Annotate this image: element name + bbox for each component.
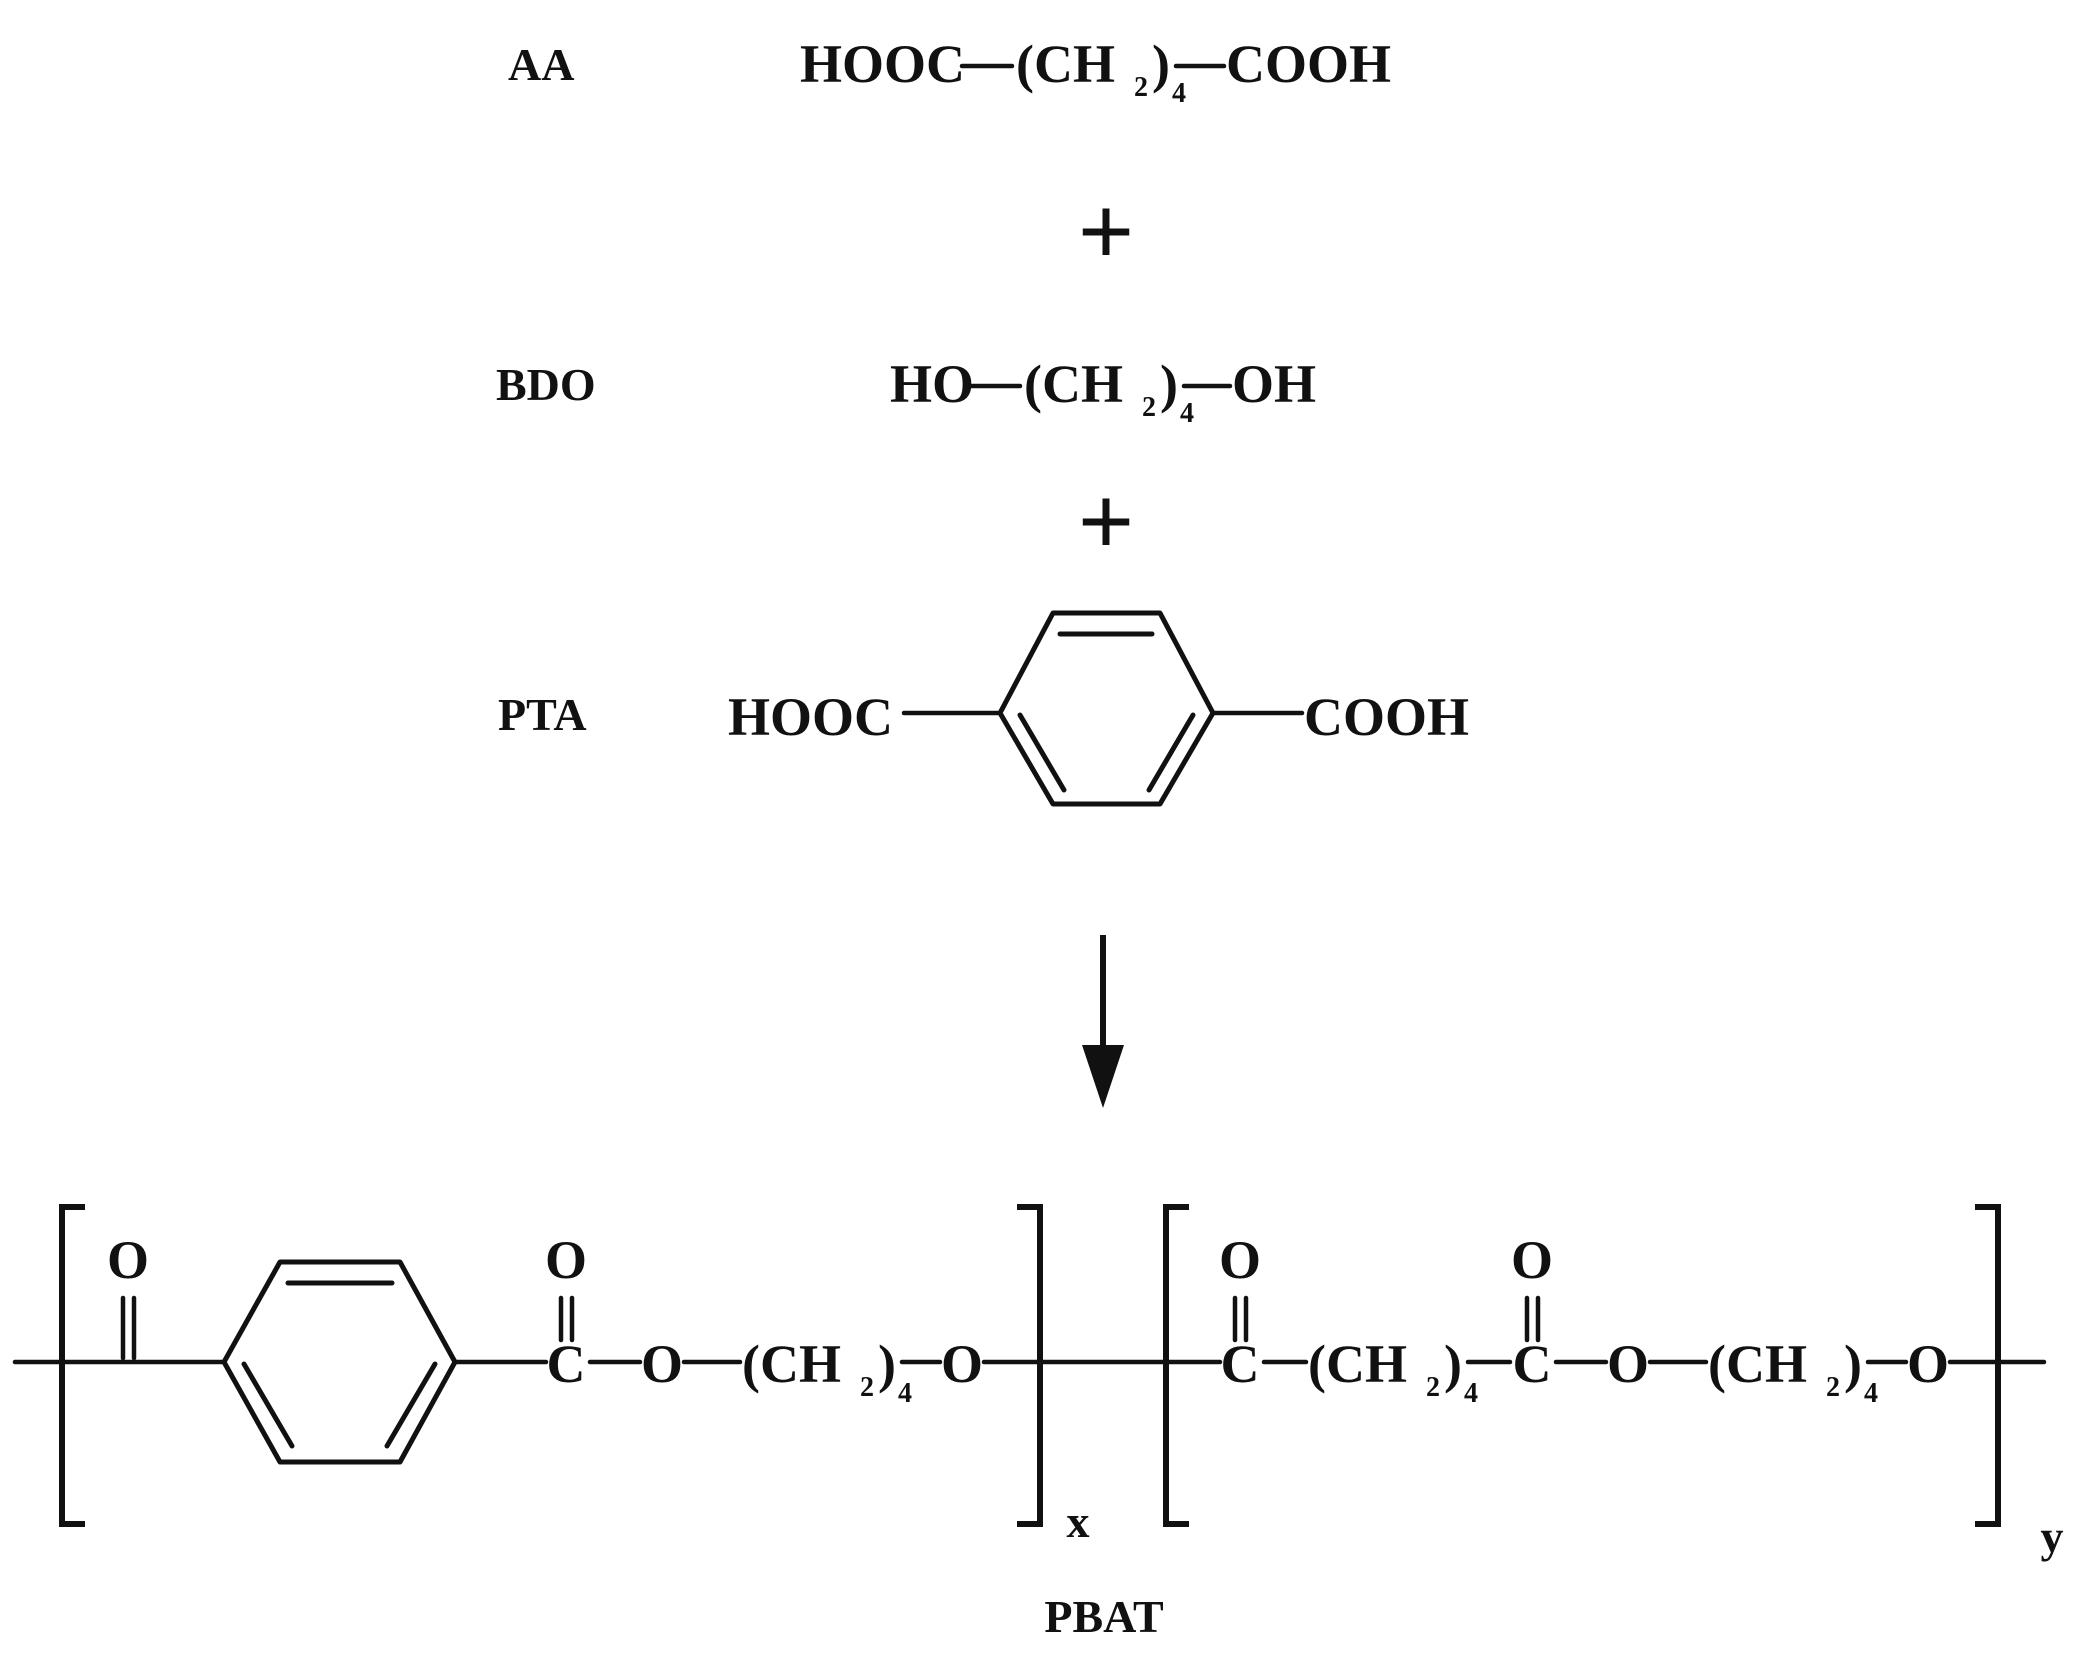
bracket-x-right	[1017, 1204, 1043, 1527]
oxygen-carbonyl-1: O	[107, 1230, 149, 1290]
carbon-carbonyl-3: C	[1221, 1334, 1260, 1394]
reactant-pta: PTA HOOC COOH	[498, 610, 1469, 807]
aa-repeat-unit: (CH	[1016, 34, 1115, 94]
bracket-x-left	[59, 1204, 85, 1527]
ester-oxygen-2: O	[941, 1334, 983, 1394]
bracket-y-right	[1975, 1204, 2001, 1527]
ester-oxygen-3: O	[1607, 1334, 1649, 1394]
reactant-aa: AA HOOC (CH 2 ) 4 COOH	[508, 34, 1391, 109]
oxygen-carbonyl-3: O	[1219, 1230, 1261, 1290]
repeat-unit-3: (CH	[1708, 1334, 1807, 1394]
bracket-y-left	[1163, 1204, 1189, 1527]
ester-oxygen-1: O	[641, 1334, 683, 1394]
carbonyl-3-double-bond	[1232, 1295, 1249, 1343]
benzene-ring-pta	[997, 610, 1216, 807]
reactant-label-bdo: BDO	[496, 359, 596, 410]
plus-sign-1: +	[1078, 176, 1135, 287]
repeat-sub-2: 2	[1426, 1372, 1440, 1403]
bdo-left-group: HO	[890, 354, 974, 414]
product-name: PBAT	[1044, 1591, 1163, 1642]
aa-repeat-n: 4	[1172, 78, 1186, 109]
repeat-n-1: 4	[898, 1378, 912, 1409]
pta-right-group: COOH	[1304, 687, 1469, 747]
bdo-right-group: OH	[1232, 354, 1316, 414]
oxygen-carbonyl-4: O	[1511, 1230, 1553, 1290]
bdo-repeat-unit: (CH	[1024, 354, 1123, 414]
aa-repeat-close: )	[1152, 34, 1170, 94]
plus-sign-2: +	[1078, 466, 1135, 577]
repeat-n-3: 4	[1864, 1378, 1878, 1409]
aa-repeat-sub: 2	[1134, 72, 1148, 103]
reactant-label-pta: PTA	[498, 689, 587, 740]
oxygen-carbonyl-2: O	[545, 1230, 587, 1290]
repeat-sub-1: 2	[860, 1372, 874, 1403]
ester-oxygen-4: O	[1907, 1334, 1949, 1394]
product-pbat: O O C O (CH 2 ) 4 O x	[12, 1204, 2064, 1642]
pta-left-group: HOOC	[728, 687, 893, 747]
repeat-close-1: )	[878, 1334, 896, 1394]
carbonyl-1	[120, 1295, 137, 1361]
bdo-repeat-sub: 2	[1142, 392, 1156, 423]
repeat-n-2: 4	[1464, 1378, 1478, 1409]
carbon-carbonyl-2: C	[547, 1334, 586, 1394]
carbon-carbonyl-4: C	[1513, 1334, 1552, 1394]
aa-left-group: HOOC	[800, 34, 965, 94]
repeat-close-2: )	[1444, 1334, 1462, 1394]
block-x-subscript: x	[1067, 1496, 1090, 1547]
repeat-unit-2: (CH	[1308, 1334, 1407, 1394]
bdo-repeat-n: 4	[1180, 398, 1194, 429]
bdo-repeat-close: )	[1160, 354, 1178, 414]
repeat-close-3: )	[1844, 1334, 1862, 1394]
reactant-label-aa: AA	[508, 39, 574, 90]
carbonyl-4-double-bond	[1524, 1295, 1541, 1343]
block-y-subscript: y	[2041, 1511, 2064, 1562]
benzene-ring-product	[221, 1259, 458, 1465]
repeat-sub-3: 2	[1826, 1372, 1840, 1403]
reactant-bdo: BDO HO (CH 2 ) 4 OH	[496, 354, 1316, 429]
carbonyl-2-double-bond	[558, 1295, 575, 1343]
reaction-arrow	[1082, 935, 1124, 1108]
repeat-unit-1: (CH	[742, 1334, 841, 1394]
aa-right-group: COOH	[1226, 34, 1391, 94]
